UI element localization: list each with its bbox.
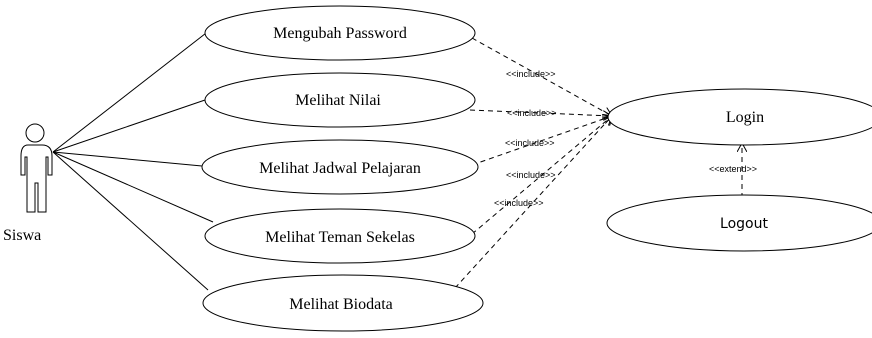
use-case-logout <box>606 194 872 252</box>
include-lines <box>454 37 612 289</box>
actor-head <box>25 123 45 143</box>
use-case-melihat-jadwal <box>201 139 479 195</box>
association-melihat-teman <box>52 151 214 223</box>
stereotype-labels: <<include>> <<include>> <<include>> <<in… <box>494 69 757 208</box>
use-cases <box>201 5 872 332</box>
actor-body <box>20 144 53 213</box>
include-line-melihat-jadwal <box>471 116 612 166</box>
use-case-label-mengubah-password: Mengubah Password <box>273 25 407 42</box>
include-label-5: <<include>> <box>494 198 544 208</box>
association-melihat-biodata <box>52 151 209 291</box>
use-case-label-melihat-teman: Melihat Teman Sekelas <box>265 229 415 246</box>
use-case-label-melihat-jadwal: Melihat Jadwal Pelajaran <box>259 160 421 177</box>
include-label-4: <<include>> <box>506 170 556 180</box>
use-case-mengubah-password <box>204 5 476 61</box>
use-case-melihat-biodata <box>202 274 484 332</box>
include-line-melihat-teman <box>471 116 612 235</box>
use-case-label-melihat-biodata: Melihat Biodata <box>289 296 393 313</box>
use-case-label-login: Login <box>726 109 764 126</box>
include-line-melihat-biodata <box>454 116 612 289</box>
include-label-1: <<include>> <box>506 69 556 79</box>
association-melihat-jadwal <box>52 151 203 167</box>
use-case-label-logout: Logout <box>720 216 768 232</box>
actor-label: Siswa <box>3 227 41 244</box>
association-melihat-nilai <box>52 99 206 153</box>
use-case-melihat-teman <box>204 208 476 264</box>
extend-label: <<extend>> <box>709 164 757 174</box>
use-case-label-melihat-nilai: Melihat Nilai <box>295 92 381 109</box>
include-label-2: <<include>> <box>507 108 557 118</box>
association-mengubah-password <box>52 29 211 153</box>
use-case-login <box>607 88 872 146</box>
include-line-melihat-nilai <box>469 109 612 116</box>
actor-siswa <box>20 123 53 213</box>
association-lines <box>52 29 214 291</box>
include-label-3: <<include>> <box>505 138 555 148</box>
use-case-melihat-nilai <box>204 72 476 128</box>
